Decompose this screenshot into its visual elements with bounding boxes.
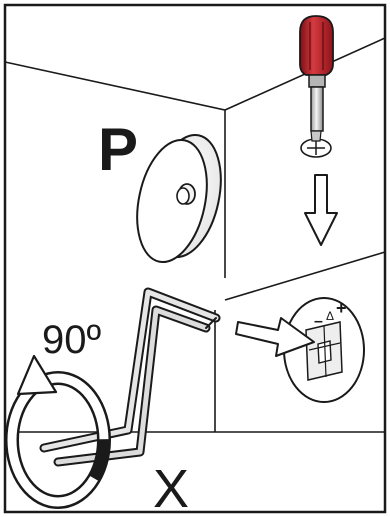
cover-cap-icon [127, 128, 231, 268]
plus-mark: + [336, 298, 347, 318]
arrow-down-icon [305, 175, 337, 245]
outer-frame [5, 5, 385, 512]
rotation-angle-label: 90º [42, 320, 101, 360]
screwdriver-icon [300, 16, 333, 157]
part-label-p: P [98, 120, 138, 180]
part-label-x: X [153, 462, 189, 516]
screw-head-icon [284, 298, 364, 402]
rotate-arrow-icon [12, 356, 104, 502]
delta-mark: Δ [326, 309, 334, 323]
minus-mark: – [314, 313, 323, 330]
